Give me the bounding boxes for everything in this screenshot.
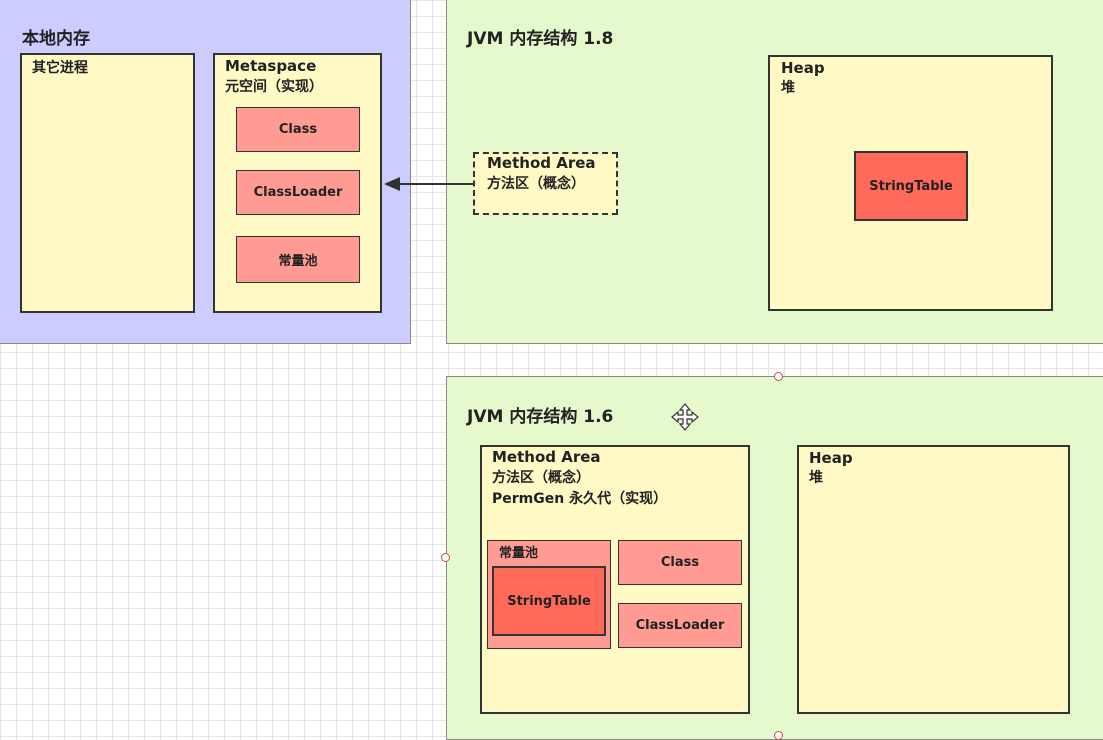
jvm18-method-area-box [473, 152, 618, 215]
jvm16-permgen-label: PermGen 永久代（实现） [492, 491, 668, 507]
jvm16-classloader-box: ClassLoader [618, 603, 742, 648]
jvm16-heap-label: Heap [809, 449, 853, 467]
metaspace-subtitle: 元空间（实现） [225, 79, 323, 95]
jvm16-stringtable-box: StringTable [492, 566, 606, 636]
metaspace-class-box: Class [236, 107, 360, 152]
jvm18-stringtable-box: StringTable [854, 151, 968, 221]
other-process-label: 其它进程 [32, 60, 88, 76]
move-cursor-icon [671, 403, 699, 431]
other-process-box [20, 53, 195, 313]
arrow-icon [384, 177, 473, 191]
jvm18-method-area-label: Method Area [487, 154, 596, 172]
jvm16-method-area-subtitle: 方法区（概念） [492, 470, 590, 486]
metaspace-label: Metaspace [225, 57, 317, 75]
jvm16-heap-subtitle: 堆 [809, 470, 823, 486]
jvm18-heap-subtitle: 堆 [781, 80, 795, 96]
jvm16-method-area-label: Method Area [492, 448, 601, 466]
jvm16-heap-box [797, 445, 1070, 714]
selection-handle-left[interactable] [441, 553, 450, 562]
jvm16-title: JVM 内存结构 1.6 [467, 407, 614, 427]
metaspace-constant-pool-box: 常量池 [236, 236, 360, 283]
metaspace-classloader-box: ClassLoader [236, 170, 360, 215]
jvm18-title: JVM 内存结构 1.8 [467, 29, 614, 49]
native-memory-title: 本地内存 [22, 29, 90, 49]
jvm18-method-area-subtitle: 方法区（概念） [487, 176, 585, 192]
selection-handle-top[interactable] [774, 372, 783, 381]
jvm16-constant-pool-label: 常量池 [499, 546, 539, 561]
jvm18-heap-label: Heap [781, 59, 825, 77]
jvm16-class-box: Class [618, 540, 742, 585]
